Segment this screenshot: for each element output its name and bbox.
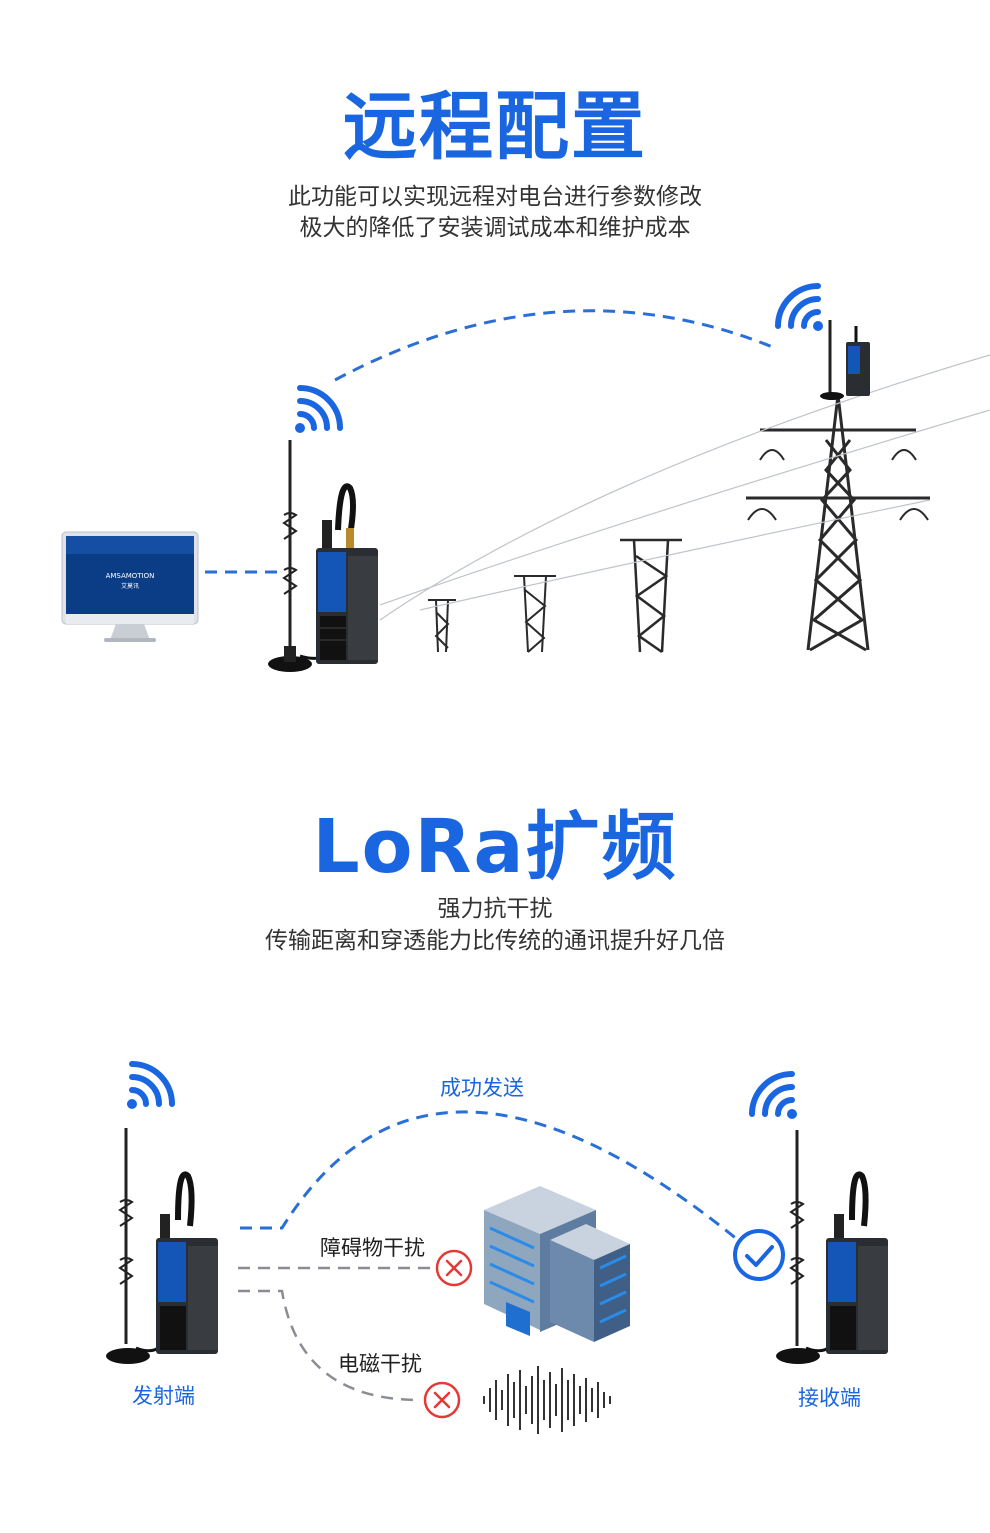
monitor-icon	[61, 531, 199, 642]
waveform-icon	[483, 1366, 611, 1434]
obstacle-error-icon	[435, 1249, 473, 1287]
emi-dashed-line	[238, 1289, 421, 1402]
remote-config-subtitle-2: 极大的降低了安装调试成本和维护成本	[299, 215, 691, 241]
transmission-tower-small-icon	[428, 599, 456, 653]
transmission-tower-main-icon	[746, 394, 930, 652]
monitor-brand-text: AMSAMOTION	[106, 572, 155, 580]
monitor-brand-sub-text: 艾莫讯	[121, 582, 139, 590]
success-check-icon	[733, 1229, 785, 1281]
remote-config-section: 远程配置 此功能可以实现远程对电台进行参数修改 极大的降低了安装调试成本和维护成…	[0, 0, 990, 720]
transmitter-label: 发射端	[132, 1384, 195, 1408]
radio-device-icon	[316, 483, 378, 664]
power-lines	[379, 354, 990, 621]
transmission-tower-medium-icon	[514, 575, 556, 653]
lora-section: LoRa扩频 强力抗干扰 传输距离和穿透能力比传统的通讯提升好几倍	[0, 720, 990, 1533]
transmitter-antenna-icon	[106, 1128, 172, 1364]
lora-subtitle-1: 强力抗干扰	[437, 896, 553, 922]
lora-title: LoRa扩频	[312, 804, 678, 890]
receiver-device-icon	[826, 1171, 888, 1354]
transmitter-wifi-icon	[127, 1061, 175, 1109]
receiver-wifi-icon	[749, 1071, 797, 1119]
lora-illustration	[106, 1061, 888, 1434]
wifi-icon	[295, 385, 343, 433]
lora-subtitle-2: 传输距离和穿透能力比传统的通讯提升好几倍	[265, 928, 725, 954]
transmission-tower-large-icon	[620, 538, 682, 654]
remote-wifi-icon	[775, 283, 823, 331]
remote-config-subtitle-1: 此功能可以实现远程对电台进行参数修改	[288, 184, 702, 210]
success-dashed-line	[240, 1110, 739, 1242]
receiver-label: 接收端	[798, 1386, 861, 1410]
success-label: 成功发送	[440, 1076, 524, 1100]
emi-label: 电磁干扰	[338, 1352, 422, 1376]
remote-radio-device-icon	[820, 320, 870, 400]
emi-error-icon	[423, 1381, 461, 1419]
obstacle-label: 障碍物干扰	[320, 1236, 425, 1260]
remote-link-dashed-line	[334, 309, 776, 382]
antenna-icon	[268, 440, 342, 672]
remote-config-title: 远程配置	[343, 84, 647, 170]
transmitter-device-icon	[156, 1171, 218, 1354]
remote-config-illustration: AMSAMOTION 艾莫讯	[61, 283, 990, 672]
building-icon	[484, 1186, 630, 1342]
